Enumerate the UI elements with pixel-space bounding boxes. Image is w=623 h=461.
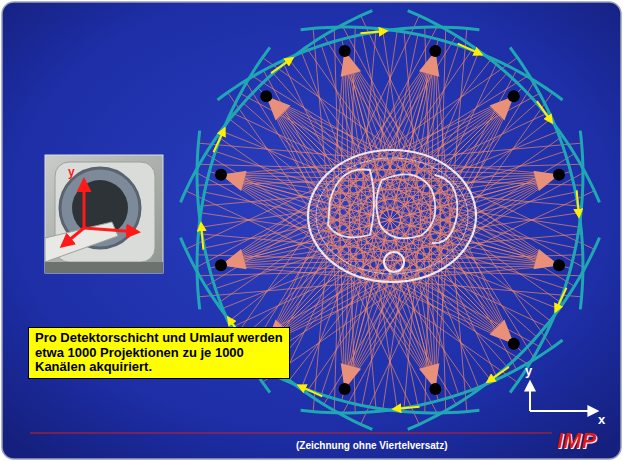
rotation-arrow bbox=[458, 44, 482, 55]
x-ray-tube bbox=[429, 383, 441, 395]
x-ray-tube bbox=[553, 169, 565, 181]
patient-table bbox=[45, 222, 118, 262]
x-ray-beam bbox=[205, 175, 560, 248]
rotation-arrow bbox=[271, 58, 293, 73]
axis-label: y bbox=[525, 364, 532, 378]
detector-arc bbox=[510, 47, 583, 309]
note-box: Pro Detektorschicht und Umlauf werden et… bbox=[28, 327, 290, 379]
x-axis-arrow bbox=[530, 410, 597, 412]
body-inner bbox=[316, 158, 468, 274]
x-ray-beam bbox=[186, 96, 514, 249]
caption: (Zeichnung ohne Viertelversatz) bbox=[296, 440, 448, 451]
x-ray-beam bbox=[258, 96, 514, 352]
x-ray-beam bbox=[302, 51, 436, 387]
scanner-photo bbox=[45, 155, 163, 273]
z-axis-red bbox=[62, 228, 84, 246]
body-outline bbox=[308, 150, 476, 282]
x-ray-tube bbox=[508, 90, 520, 102]
rotation-arrow bbox=[537, 101, 552, 123]
y-axis-red bbox=[83, 180, 86, 228]
rotation-arrow bbox=[487, 367, 509, 382]
logo: IMP bbox=[557, 429, 596, 453]
spine bbox=[384, 252, 404, 272]
x-ray-tube bbox=[339, 383, 351, 395]
patient-cross-section bbox=[308, 150, 476, 282]
x-ray-beam bbox=[231, 175, 559, 328]
y-axis-arrow bbox=[529, 382, 531, 411]
x-ray-tube bbox=[339, 45, 351, 57]
x-ray-beam bbox=[209, 175, 559, 269]
x-ray-beam bbox=[240, 175, 559, 347]
footer-rule bbox=[30, 433, 552, 434]
x-ray-beam bbox=[251, 175, 559, 365]
floor bbox=[45, 262, 163, 273]
lung bbox=[328, 169, 374, 237]
heart bbox=[376, 174, 435, 238]
rotation-arrow bbox=[214, 128, 225, 152]
x-ray-tube bbox=[429, 45, 441, 57]
note-text: Pro Detektorschicht und Umlauf werden et… bbox=[35, 331, 283, 375]
rotation-arrow bbox=[201, 223, 203, 249]
rotation-arrow bbox=[298, 385, 322, 396]
rotation-arrow bbox=[360, 31, 386, 33]
x-ray-beam bbox=[217, 96, 514, 304]
detector-arc bbox=[217, 27, 479, 100]
x-ray-tube bbox=[508, 338, 520, 350]
lung bbox=[432, 175, 457, 243]
x-ray-tube bbox=[215, 259, 227, 271]
x-ray-beam bbox=[206, 96, 514, 286]
rotation-arrow bbox=[393, 407, 419, 409]
x-ray-tube bbox=[260, 90, 272, 102]
axis-label: y bbox=[68, 166, 75, 179]
x-axis-red bbox=[84, 228, 138, 232]
x-ray-beam bbox=[342, 51, 436, 401]
x-ray-tube bbox=[553, 259, 565, 271]
x-ray-tube bbox=[215, 169, 227, 181]
x-ray-beam bbox=[263, 175, 560, 383]
x-ray-beam bbox=[245, 51, 435, 359]
x-ray-beam bbox=[282, 51, 435, 379]
x-ray-beam bbox=[197, 175, 559, 186]
x-ray-beam bbox=[197, 164, 559, 175]
rotation-arrow bbox=[555, 288, 566, 312]
x-ray-beam bbox=[223, 175, 559, 309]
detector-arc bbox=[301, 340, 563, 413]
x-ray-beam bbox=[313, 51, 345, 412]
x-ray-beam bbox=[228, 51, 436, 348]
photo-frame bbox=[45, 155, 163, 273]
x-ray-beam bbox=[215, 175, 559, 289]
rotation-arrow bbox=[577, 190, 579, 216]
axis-label: x bbox=[598, 413, 605, 427]
